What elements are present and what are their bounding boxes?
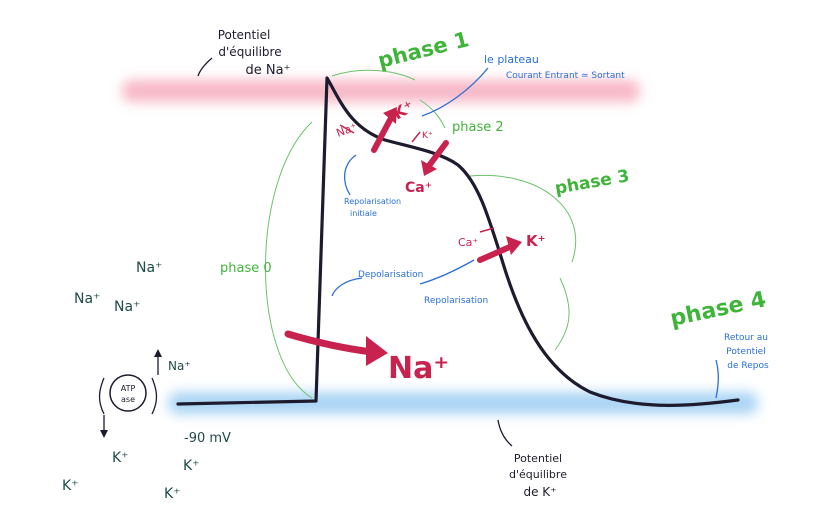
na-influx-arrow-icon	[284, 330, 376, 356]
na-equilibrium-label-line1: Potentiel	[218, 28, 271, 42]
k-efflux-phase3-arrow-icon	[477, 243, 515, 263]
return-rest-label-line3: de Repos	[727, 361, 769, 371]
ca-small-phase3-arrow-icon	[479, 227, 495, 233]
action-potential-curve	[176, 76, 740, 407]
rest-potential-label: -90 mV	[184, 431, 231, 446]
k-equilibrium-label-line1: Potentiel	[514, 452, 562, 465]
k-efflux-phase2-arrow-icon	[411, 131, 421, 143]
plateau-current-label: Courant Entrant ≃ Sortant	[506, 71, 625, 81]
background-k-ion-1: K⁺	[183, 458, 200, 474]
background-k-ion-3: K⁺	[62, 478, 79, 494]
phase1-label: phase 1	[375, 27, 471, 73]
na-inactivation-arrow-icon	[339, 124, 355, 134]
repolarisation-label: Repolarisation	[424, 296, 488, 306]
background-na-ion-1: Na⁺	[136, 260, 162, 276]
phase-brackets	[265, 69, 577, 399]
pump-k-in-arrowhead-icon	[100, 430, 108, 438]
atpase-label-line2: ase	[121, 395, 135, 404]
ca-phase3-ion: Ca⁺	[458, 236, 478, 249]
phase0-label: phase 0	[220, 261, 272, 276]
initial-repolarisation-label-line1: Repolarisation	[344, 197, 401, 206]
k-phase2-ion: K⁺	[422, 131, 433, 141]
background-na-ion-3: Na⁺	[114, 299, 140, 315]
return-rest-label-line1: Retour au	[724, 333, 768, 343]
pump-na-ion: Na⁺	[168, 359, 191, 373]
atpase-pump-icon	[109, 374, 147, 412]
initial-repolarisation-label-line2: initiale	[350, 209, 377, 218]
na-influx-arrowhead-icon	[366, 336, 388, 366]
atpase-label-line1: ATP	[121, 384, 136, 393]
ca-influx-phase2-arrow-icon	[425, 140, 449, 170]
phase3-label: phase 3	[553, 166, 630, 199]
background-na-ion-2: Na⁺	[74, 291, 100, 307]
k-efflux-phase3-arrowhead-icon	[506, 236, 522, 255]
k-efflux-phase1-arrow-icon	[371, 115, 394, 153]
pump-right-arc-icon	[151, 377, 158, 415]
phase4-label: phase 4	[668, 287, 768, 332]
na-small-ion: Na⁺	[335, 120, 359, 139]
na-big-ion: Na⁺	[388, 351, 449, 386]
k-phase3-ion: K⁺	[526, 232, 546, 250]
plateau-label: le plateau	[484, 53, 539, 66]
na-equilibrium-label-line2: d'équilibre	[218, 45, 281, 59]
pump-left-arc-icon	[98, 377, 105, 415]
pump-na-out-arrowhead-icon	[154, 349, 162, 357]
return-rest-label-line2: Potentiel	[726, 347, 765, 357]
annotation-arrows	[331, 67, 719, 399]
pump-k-ion: K⁺	[112, 450, 129, 466]
ca-phase2-ion: Ca⁺	[405, 180, 432, 196]
na-equilibrium-label-line3: de Na⁺	[246, 63, 291, 78]
ca-influx-phase2-arrowhead-icon	[421, 160, 437, 176]
na-equilibrium-band	[122, 80, 640, 102]
phase2-label: phase 2	[452, 120, 504, 135]
na-eq-pointer-arrow-icon	[197, 57, 213, 77]
k-equilibrium-label-line2: d'équilibre	[509, 468, 567, 481]
background-k-ion-2: K⁺	[164, 486, 181, 502]
depolarisation-label: Depolarisation	[358, 270, 423, 280]
k-efflux-phase1-arrowhead-icon	[383, 107, 397, 124]
k-eq-pointer-arrow-icon	[497, 419, 513, 447]
k-equilibrium-label-line3: de K⁺	[523, 485, 556, 499]
